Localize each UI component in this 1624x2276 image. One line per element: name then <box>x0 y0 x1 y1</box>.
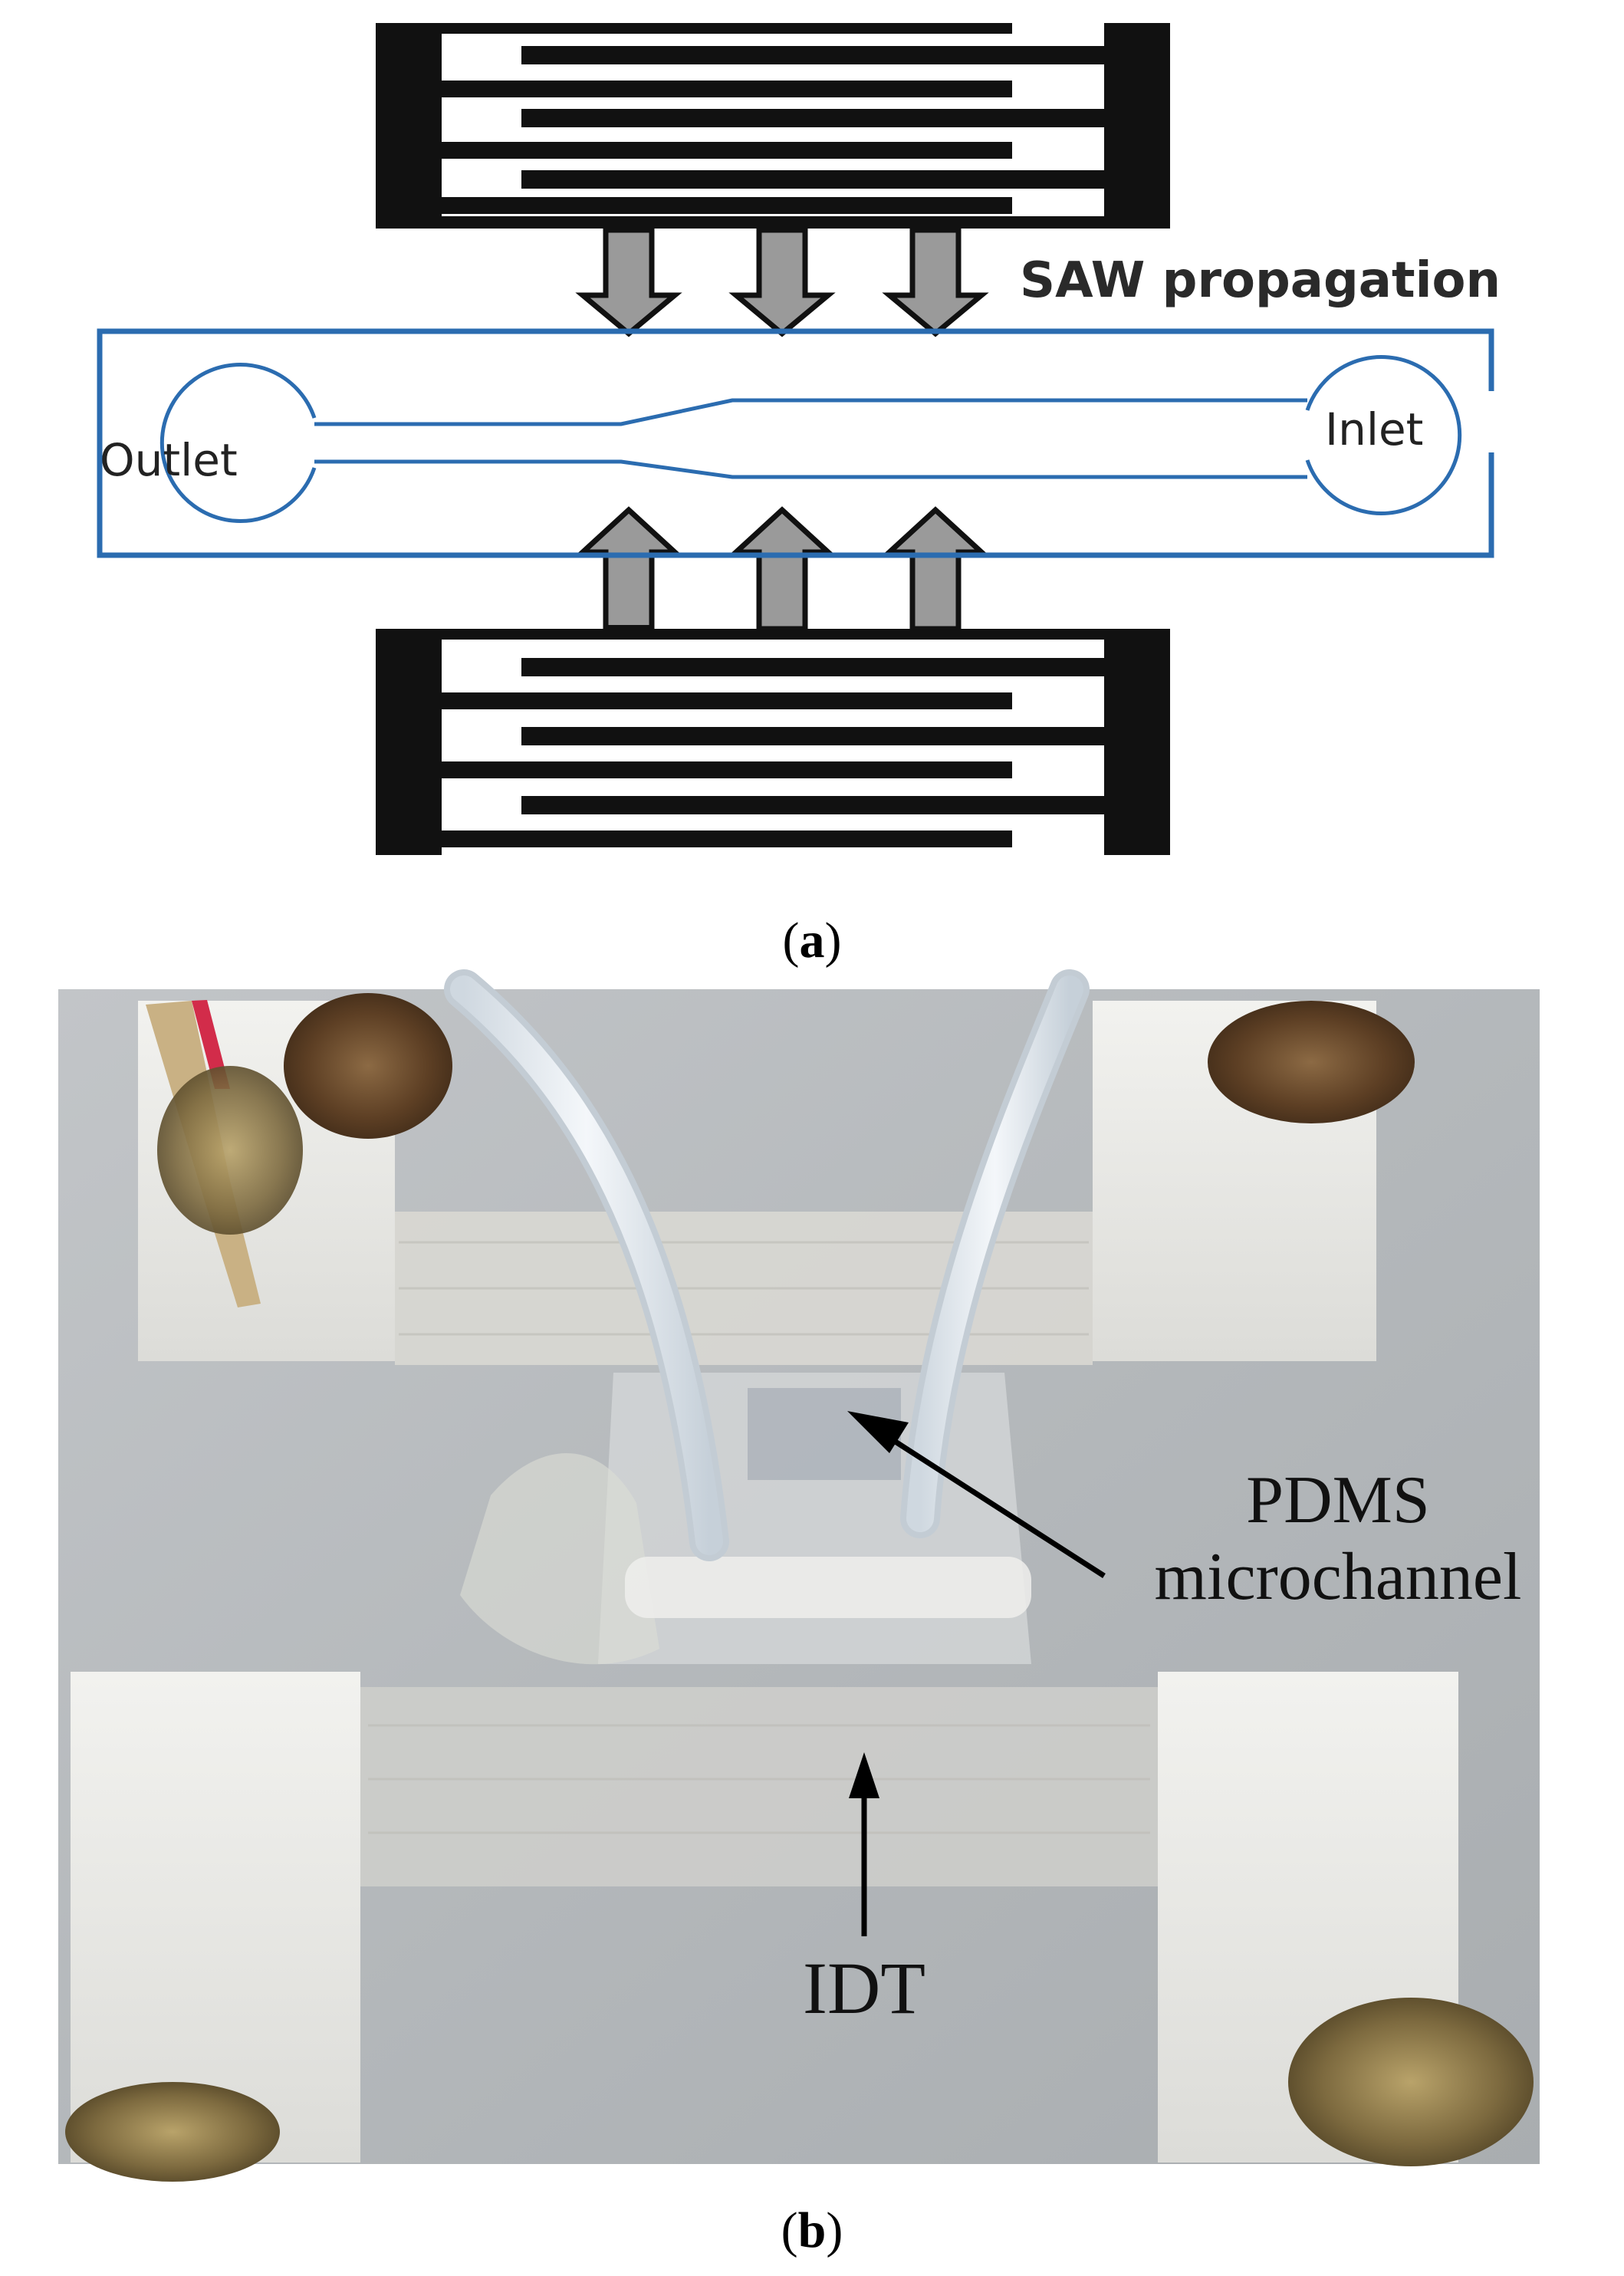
outlet-reservoir <box>159 363 317 523</box>
solder-top-right <box>1208 1001 1415 1123</box>
saw-arrow-up-1 <box>576 506 682 632</box>
pdms-label-line2: microchannel <box>1155 1540 1522 1614</box>
microchannel-chip-outline <box>97 328 1494 558</box>
solder-bottom-left <box>65 2082 280 2182</box>
saw-arrow-down-1 <box>575 227 682 337</box>
saw-arrow-up-3 <box>883 506 988 632</box>
pdms-annotation-arrow <box>847 1411 1106 1578</box>
saw-arrows-up <box>576 506 988 634</box>
idt-label: IDT <box>803 1947 925 2029</box>
outlet-label: Outlet <box>100 434 238 486</box>
saw-propagation-label: SAW propagation <box>1020 252 1501 309</box>
inlet-reservoir <box>1305 355 1462 515</box>
solder-top-left <box>284 993 452 1139</box>
top-idt-electrode <box>376 23 1170 229</box>
microchannel-path <box>314 398 1307 479</box>
bottom-idt-strip <box>360 1687 1158 1886</box>
bottom-idt-electrode <box>376 629 1170 855</box>
panel-b-caption: (b) <box>781 2202 843 2258</box>
saw-arrow-down-3 <box>882 227 989 337</box>
pdms-label-line1: PDMS <box>1246 1463 1430 1538</box>
panel-b-photo: PDMS microchannel IDT <box>58 969 1540 2182</box>
saw-arrow-up-2 <box>729 506 835 632</box>
pad-bottom-left <box>71 1672 360 2163</box>
solder-bottom-right <box>1288 1998 1534 2166</box>
panel-a-diagram: SAW propagation Outlet Inlet (a) <box>97 23 1501 969</box>
solder-contacts <box>65 993 1534 2182</box>
panel-a-caption: (a) <box>783 913 842 969</box>
saw-arrows-down <box>575 227 989 337</box>
inlet-label: Inlet <box>1325 403 1423 456</box>
saw-arrow-down-2 <box>728 227 836 337</box>
fluid-tubes <box>444 969 1090 1561</box>
idt-annotation-arrow <box>849 1752 879 1936</box>
